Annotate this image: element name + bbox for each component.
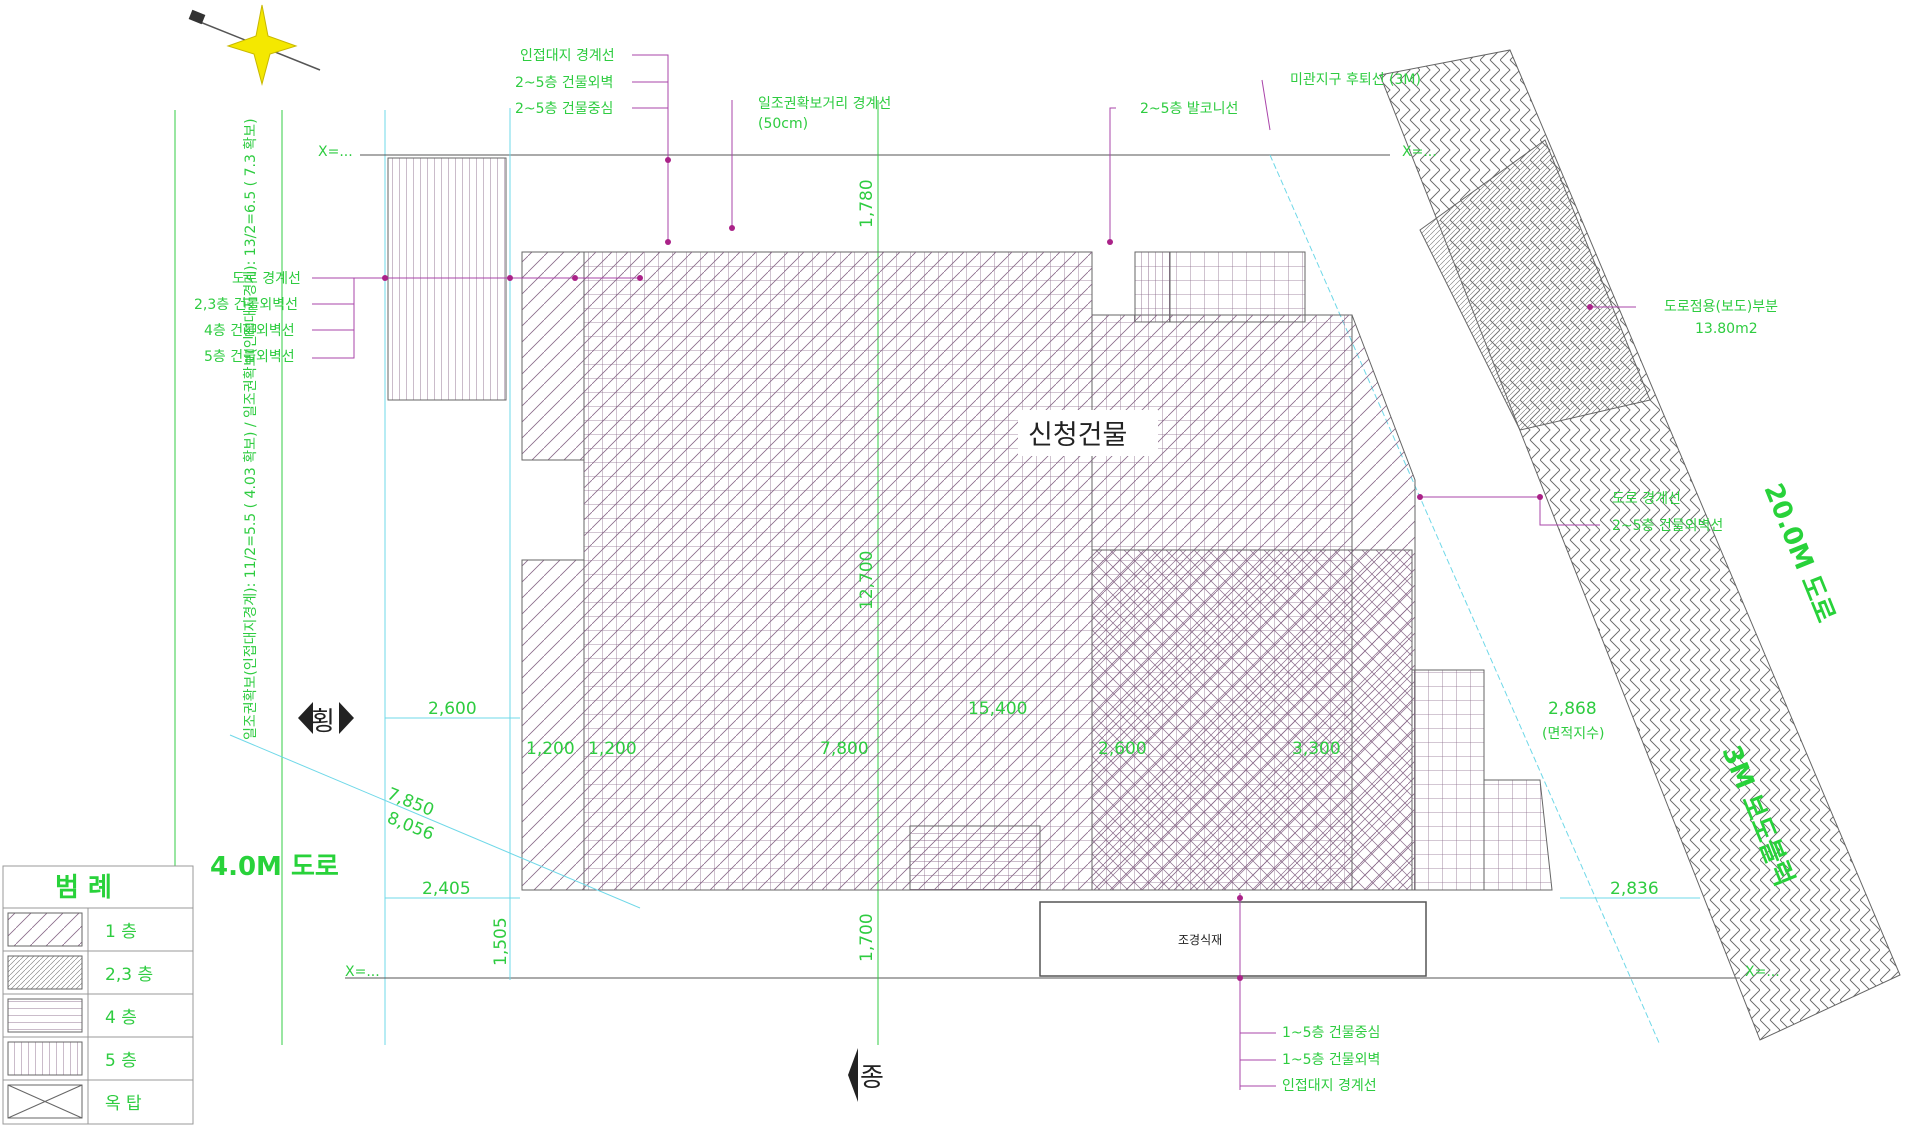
dim-12700: 12,700 <box>857 551 877 610</box>
legend-item-rooftop: 옥 탑 <box>105 1094 142 1114</box>
point-mark: X=... <box>345 964 380 980</box>
legend-swatch-floor4 <box>7 998 83 1033</box>
legend-item-floor1: 1 층 <box>105 922 137 942</box>
point-mark: X=... <box>1745 964 1780 980</box>
marker-vertical-text: 종 <box>860 1063 884 1093</box>
label-wall-2-5: 2~5층 건물외벽 <box>515 75 613 91</box>
label-wall-4: 4층 건물외벽선 <box>204 323 295 339</box>
marker-horizontal-text: 횡 <box>311 707 335 737</box>
label-sunlight-distance: 일조권확보거리 경계선 <box>758 96 891 112</box>
dim-1780: 1,780 <box>857 179 877 228</box>
floor5-hatch-west <box>387 157 507 401</box>
dim-2836: 2,836 <box>1610 879 1659 899</box>
section-marker-horizontal: 횡 <box>298 702 354 737</box>
legend-swatch-floor1 <box>7 912 83 947</box>
east-sidewalk-paving <box>1379 49 1901 1041</box>
legend: 범 례 1 층 2,3 층 4 층 5 층 옥 탑 <box>2 865 194 1125</box>
label-wall-5: 5층 건물외벽선 <box>204 349 295 365</box>
label-road-boundary-left: 도로 경계선 <box>232 271 301 287</box>
point-mark: X=... <box>1402 144 1437 160</box>
sun-orientation-icon <box>188 4 321 86</box>
dim-2405: 2,405 <box>422 879 471 899</box>
label-wall-2-3: 2,3층 건물외벽선 <box>194 297 298 313</box>
label-road-occupancy-area: 13.80m2 <box>1695 321 1758 337</box>
point-mark: X=... <box>318 144 353 160</box>
label-adjacent-boundary-bottom: 인접대지 경계선 <box>1282 1078 1377 1094</box>
label-balcony: 2~5층 발코니선 <box>1140 101 1238 117</box>
planter-box <box>1039 901 1427 977</box>
legend-swatch-floor5 <box>7 1041 83 1076</box>
dim-2868-note: (면적지수) <box>1542 726 1604 742</box>
section-marker-vertical: 종 <box>848 1048 884 1102</box>
label-center-2-5: 2~5층 건물중심 <box>515 101 613 117</box>
planter-label: 조경식재 <box>1178 933 1222 947</box>
building-footprint <box>521 251 1553 891</box>
dim-1200-a: 1,200 <box>526 739 575 759</box>
road-label-east: 20.0M 도로 <box>1758 479 1841 627</box>
dim-2868: 2,868 <box>1548 699 1597 719</box>
dim-2600-right: 2,600 <box>1098 739 1147 759</box>
legend-item-floor5: 5 층 <box>105 1051 137 1071</box>
legend-title: 범 례 <box>55 873 112 903</box>
dim-1700: 1,700 <box>857 913 877 962</box>
building-title: 신청건물 <box>1028 420 1127 451</box>
sunlight-requirement-note: 일조권확보(인접대지경계): 11/2=5.5 ( 4.03 확보) / 일조권… <box>243 118 259 740</box>
label-adjacent-boundary-top: 인접대지 경계선 <box>520 48 615 64</box>
dim-2600-left: 2,600 <box>428 699 477 719</box>
label-corner-setback: 미관지구 후퇴선 (3M) <box>1290 72 1421 88</box>
survey-points: X=... X=... X=... X=... <box>318 144 1780 980</box>
legend-swatch-floor2-3 <box>7 955 83 990</box>
legend-item-floor2-3: 2,3 층 <box>105 965 153 985</box>
label-sunlight-distance-value: (50cm) <box>758 116 808 132</box>
label-center-1-5: 1~5층 건물중심 <box>1282 1025 1380 1041</box>
dim-3300: 3,300 <box>1292 739 1341 759</box>
dimension-lines <box>229 108 1700 980</box>
road-label-west: 4.0M 도로 <box>210 852 339 882</box>
dim-1200-b: 1,200 <box>588 739 637 759</box>
label-road-boundary-right: 도로 경계선 <box>1612 491 1681 507</box>
label-wall-1-5: 1~5층 건물외벽 <box>1282 1052 1380 1068</box>
label-wall-2-5-right: 2~5층 건물외벽선 <box>1612 518 1723 534</box>
label-road-occupancy: 도로점용(보도)부분 <box>1664 299 1778 315</box>
leader-lines <box>312 54 1636 1090</box>
legend-item-floor4: 4 층 <box>105 1008 137 1028</box>
dim-1505: 1,505 <box>491 917 511 966</box>
dim-15400: 15,400 <box>968 699 1027 719</box>
dim-7800: 7,800 <box>820 739 869 759</box>
